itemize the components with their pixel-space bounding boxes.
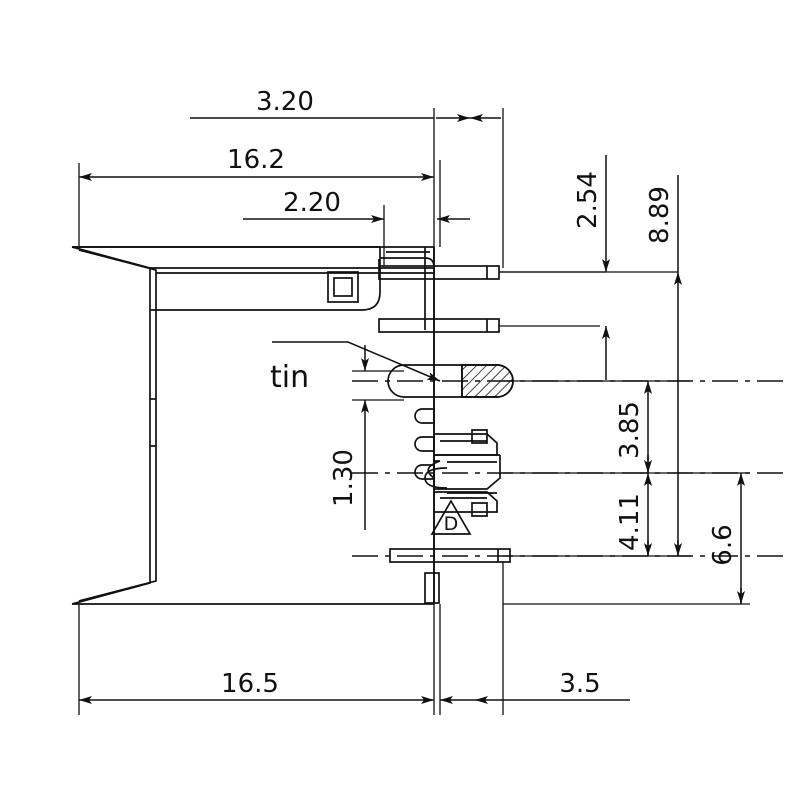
extension-lines-group [78, 108, 750, 715]
dim-2-20-label: 2.20 [283, 188, 341, 218]
tin-leader-line [272, 341, 441, 382]
dim-2-20: 2.20 [243, 188, 470, 223]
dim-3-5: 3.5 [440, 669, 630, 704]
terminal-pin-top [378, 259, 500, 280]
terminal-pin-second [378, 318, 500, 333]
dim-1-30: 1.30 [329, 345, 369, 530]
dim-16-5: 16.5 [79, 669, 434, 704]
part-outline-group [71, 246, 435, 605]
terminals-group [378, 259, 514, 604]
d-marker-label: D [444, 513, 459, 535]
dim-3-85-label: 3.85 [615, 401, 645, 459]
dim-16-5-label: 16.5 [221, 669, 279, 699]
housing-square-detail-inner [333, 277, 353, 297]
housing-right-flange [380, 247, 435, 604]
dim-3-20-label: 3.20 [256, 87, 314, 117]
housing-top-cap [72, 246, 381, 311]
dim-2-54-label: 2.54 [573, 171, 603, 229]
tin-label: tin [270, 360, 309, 395]
terminal-center-clip [424, 429, 501, 517]
dim-1-30-label: 1.30 [329, 449, 359, 507]
d-marker-triangle: D [430, 499, 472, 535]
housing-lower-tab [424, 572, 440, 604]
dim-4-11: 4.11 [615, 473, 652, 556]
dim-6-6: 6.6 [708, 473, 745, 604]
housing-tabs [414, 408, 435, 480]
dim-2-54: 2.54 [573, 155, 610, 380]
tin-leader-group: tin [270, 341, 441, 395]
dim-16-2: 16.2 [79, 145, 434, 181]
dim-3-5-label: 3.5 [559, 669, 600, 699]
dim-3-20: 3.20 [190, 87, 501, 122]
dim-6-6-label: 6.6 [708, 524, 738, 565]
dim-4-11-label: 4.11 [615, 493, 645, 551]
dim-16-2-label: 16.2 [227, 145, 285, 175]
dim-3-85: 3.85 [615, 381, 652, 473]
dim-8-89-label: 8.89 [645, 186, 675, 244]
dim-8-89: 8.89 [645, 175, 682, 556]
relay-housing-outline [71, 246, 435, 605]
housing-square-detail [327, 271, 359, 303]
